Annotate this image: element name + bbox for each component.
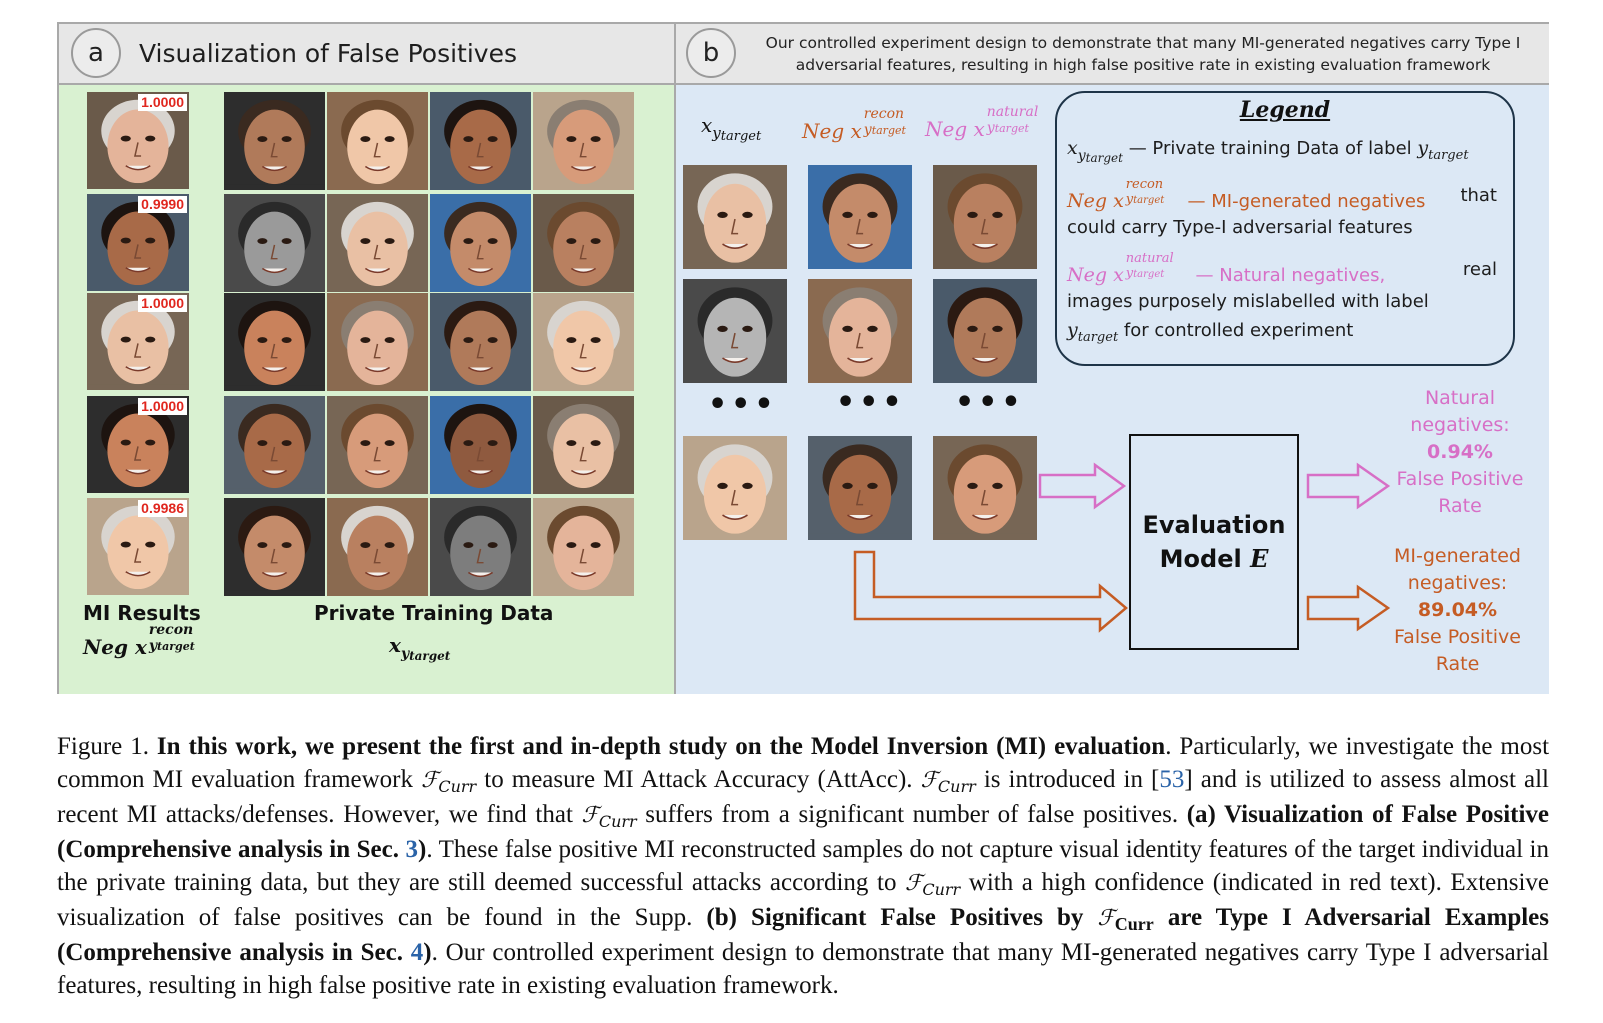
confidence-score: 1.0000 bbox=[138, 94, 187, 111]
panel-b-letter: b bbox=[686, 28, 736, 78]
ellipsis-col1: ••• bbox=[708, 387, 778, 422]
private-face-r5-c4 bbox=[533, 498, 634, 596]
legend-box: Legend xytarget — Private training Data … bbox=[1055, 91, 1515, 366]
legend-line-1: xytarget — Private training Data of labe… bbox=[1067, 137, 1469, 165]
natural-negatives-stat: Natural negatives: 0.94% False Positive … bbox=[1396, 387, 1524, 517]
mi-result-face-1: 1.0000 bbox=[87, 92, 189, 189]
private-face-r5-c1 bbox=[224, 498, 325, 596]
ref-sec4-link[interactable]: 4 bbox=[410, 939, 424, 966]
private-face-r2-c2 bbox=[327, 194, 428, 292]
private-face-r3-c4 bbox=[533, 293, 634, 391]
caption-figure-number: Figure 1. bbox=[57, 733, 149, 760]
mi-result-face-4: 1.0000 bbox=[87, 396, 189, 493]
private-face-r3-c2 bbox=[327, 293, 428, 391]
mi-results-symbol: Neg x recon ytarget bbox=[83, 622, 195, 659]
panel-a-letter: a bbox=[71, 28, 121, 78]
panel-b-header: b Our controlled experiment design to de… bbox=[674, 24, 1549, 85]
caption-bold-intro: In this work, we present the first and i… bbox=[156, 733, 1166, 760]
panel-b-face-r3-c3 bbox=[933, 436, 1037, 540]
confidence-score: 0.9986 bbox=[138, 500, 187, 517]
panel-b-face-r1-c3 bbox=[933, 165, 1037, 269]
confidence-score: 0.9990 bbox=[138, 196, 187, 213]
mi-results-label: MI Results bbox=[83, 601, 201, 625]
private-training-label: Private Training Data bbox=[314, 601, 554, 625]
panel-b-face-r1-c1 bbox=[683, 165, 787, 269]
private-face-r4-c3 bbox=[430, 396, 531, 494]
confidence-score: 1.0000 bbox=[138, 295, 187, 312]
private-face-r5-c3 bbox=[430, 498, 531, 596]
private-face-r5-c2 bbox=[327, 498, 428, 596]
private-face-r4-c4 bbox=[533, 396, 634, 494]
panel-b-face-r3-c1 bbox=[683, 436, 787, 540]
legend-line-6: ytarget for controlled experiment bbox=[1067, 319, 1354, 345]
private-face-r3-c1 bbox=[224, 293, 325, 391]
private-face-r1-c2 bbox=[327, 92, 428, 190]
panel-a-body: 1.0000 0.9990 1.0000 1.0000 0.99 bbox=[59, 85, 674, 694]
col-head-neg-recon: Neg x recon ytarget bbox=[802, 106, 906, 143]
private-face-r4-c2 bbox=[327, 396, 428, 494]
private-face-r3-c3 bbox=[430, 293, 531, 391]
mi-result-face-2: 0.9990 bbox=[87, 194, 189, 291]
legend-title: Legend bbox=[1239, 97, 1331, 123]
private-face-r2-c3 bbox=[430, 194, 531, 292]
evaluation-model-box: Evaluation Model E bbox=[1129, 434, 1299, 650]
ellipsis-col2: ••• bbox=[836, 385, 906, 420]
private-face-r1-c3 bbox=[430, 92, 531, 190]
panel-b-face-r2-c1 bbox=[683, 279, 787, 383]
ref-sec3-link[interactable]: 3 bbox=[405, 836, 419, 863]
mi-negatives-stat: MI-generated negatives: 89.04% False Pos… bbox=[1394, 545, 1521, 675]
col-head-neg-natural: Neg x natural ytarget bbox=[925, 104, 1039, 141]
ref-53-link[interactable]: 53 bbox=[1159, 766, 1185, 793]
panel-b-face-r2-c2 bbox=[808, 279, 912, 383]
private-face-r1-c1 bbox=[224, 92, 325, 190]
confidence-score: 1.0000 bbox=[138, 398, 187, 415]
private-face-r4-c1 bbox=[224, 396, 325, 494]
col-head-x-target: xytarget bbox=[701, 113, 762, 144]
legend-line-5: images purposely mislabelled with label bbox=[1067, 291, 1429, 312]
panel-a-header: a Visualization of False Positives bbox=[59, 24, 674, 85]
mi-result-face-5: 0.9986 bbox=[87, 498, 189, 595]
panel-b-face-r3-c2 bbox=[808, 436, 912, 540]
ellipsis-col3: ••• bbox=[955, 385, 1025, 420]
private-face-r2-c4 bbox=[533, 194, 634, 292]
figure-caption: Figure 1. In this work, we present the f… bbox=[57, 733, 1550, 999]
legend-line-3: could carry Type-I adversarial features bbox=[1067, 217, 1413, 238]
private-face-r1-c4 bbox=[533, 92, 634, 190]
panel-b-face-r1-c2 bbox=[808, 165, 912, 269]
private-training-symbol: xytarget bbox=[389, 633, 451, 663]
panel-a-title: Visualization of False Positives bbox=[139, 39, 518, 68]
mi-result-face-3: 1.0000 bbox=[87, 293, 189, 390]
private-face-r2-c1 bbox=[224, 194, 325, 292]
panel-b-face-r2-c3 bbox=[933, 279, 1037, 383]
panel-b-description: Our controlled experiment design to demo… bbox=[765, 34, 1521, 74]
